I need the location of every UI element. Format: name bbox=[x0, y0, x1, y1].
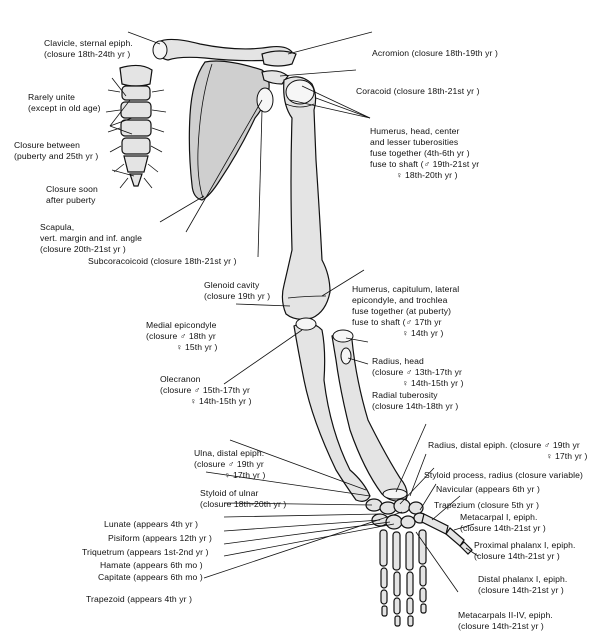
label-metacarpals: Metacarpals II-IV, epiph.(closure 14th-2… bbox=[458, 610, 553, 631]
label-rarely-unite: Rarely unite(except in old age) bbox=[28, 92, 101, 113]
label-proximal-phalanx: Proximal phalanx I, epiph.(closure 14th-… bbox=[474, 540, 576, 561]
label-coracoid: Coracoid (closure 18th-21st yr ) bbox=[356, 86, 480, 96]
leader-lines bbox=[109, 31, 479, 593]
label-radius-head: Radius, head(closure ♂ 13th-17th yr♀ 14t… bbox=[372, 356, 464, 388]
label-trapezoid: Trapezoid (appears 4th yr ) bbox=[86, 594, 193, 604]
label-pisiform: Pisiform (appears 12th yr ) bbox=[108, 533, 212, 543]
label-clavicle: Clavicle, sternal epiph.(closure 18th-24… bbox=[44, 38, 133, 59]
sternum-bone bbox=[105, 64, 167, 189]
label-closure-between: Closure between(puberty and 25th yr ) bbox=[14, 140, 99, 161]
humerus-bone bbox=[281, 76, 331, 320]
label-radial-tuberosity: Radial tuberosity(closure 14th-18th yr ) bbox=[372, 390, 459, 411]
scapula-bone bbox=[188, 60, 270, 201]
label-olecranon: Olecranon(closure ♂ 15th-17th yr♀ 14th-1… bbox=[160, 374, 252, 406]
finger-bones bbox=[379, 529, 427, 627]
label-scapula: Scapula,vert. margin and inf. angle(clos… bbox=[40, 222, 143, 254]
label-lunate: Lunate (appears 4th yr ) bbox=[104, 519, 199, 529]
label-hamate: Hamate (appears 6th mo ) bbox=[100, 560, 203, 570]
label-distal-phalanx: Distal phalanx I, epiph.(closure 14th-21… bbox=[478, 574, 568, 595]
label-medial-epicondyle: Medial epicondyle(closure ♂ 18th yr♀ 15t… bbox=[146, 320, 218, 352]
label-ulna-distal: Ulna, distal epiph.(closure ♂ 19th yr♀ 1… bbox=[194, 448, 266, 480]
label-capitate: Capitate (appears 6th mo ) bbox=[98, 572, 203, 582]
label-acromion: Acromion (closure 18th-19th yr ) bbox=[372, 48, 498, 58]
label-subcoracoid: Subcoracoicoid (closure 18th-21st yr ) bbox=[88, 256, 237, 266]
label-styloid-radius: Styloid process, radius (closure variabl… bbox=[424, 470, 583, 480]
label-trapezium: Trapezium (closure 5th yr ) bbox=[434, 500, 540, 510]
thumb-bones bbox=[421, 513, 473, 555]
label-glenoid: Glenoid cavity(closure 19th yr ) bbox=[204, 280, 271, 301]
label-navicular: Navicular (appears 6th yr ) bbox=[436, 484, 540, 494]
label-styloid-ulnar: Styloid of ulnar(closure 18th-20th yr ) bbox=[200, 488, 287, 509]
label-metacarpal-1: Metacarpal I, epiph.(closure 14th-21st y… bbox=[460, 512, 546, 533]
label-radius-distal: Radius, distal epiph. (closure ♂ 19th yr… bbox=[428, 440, 588, 461]
label-triquetrum: Triquetrum (appears 1st-2nd yr ) bbox=[82, 547, 209, 557]
radius-bone bbox=[331, 332, 408, 502]
